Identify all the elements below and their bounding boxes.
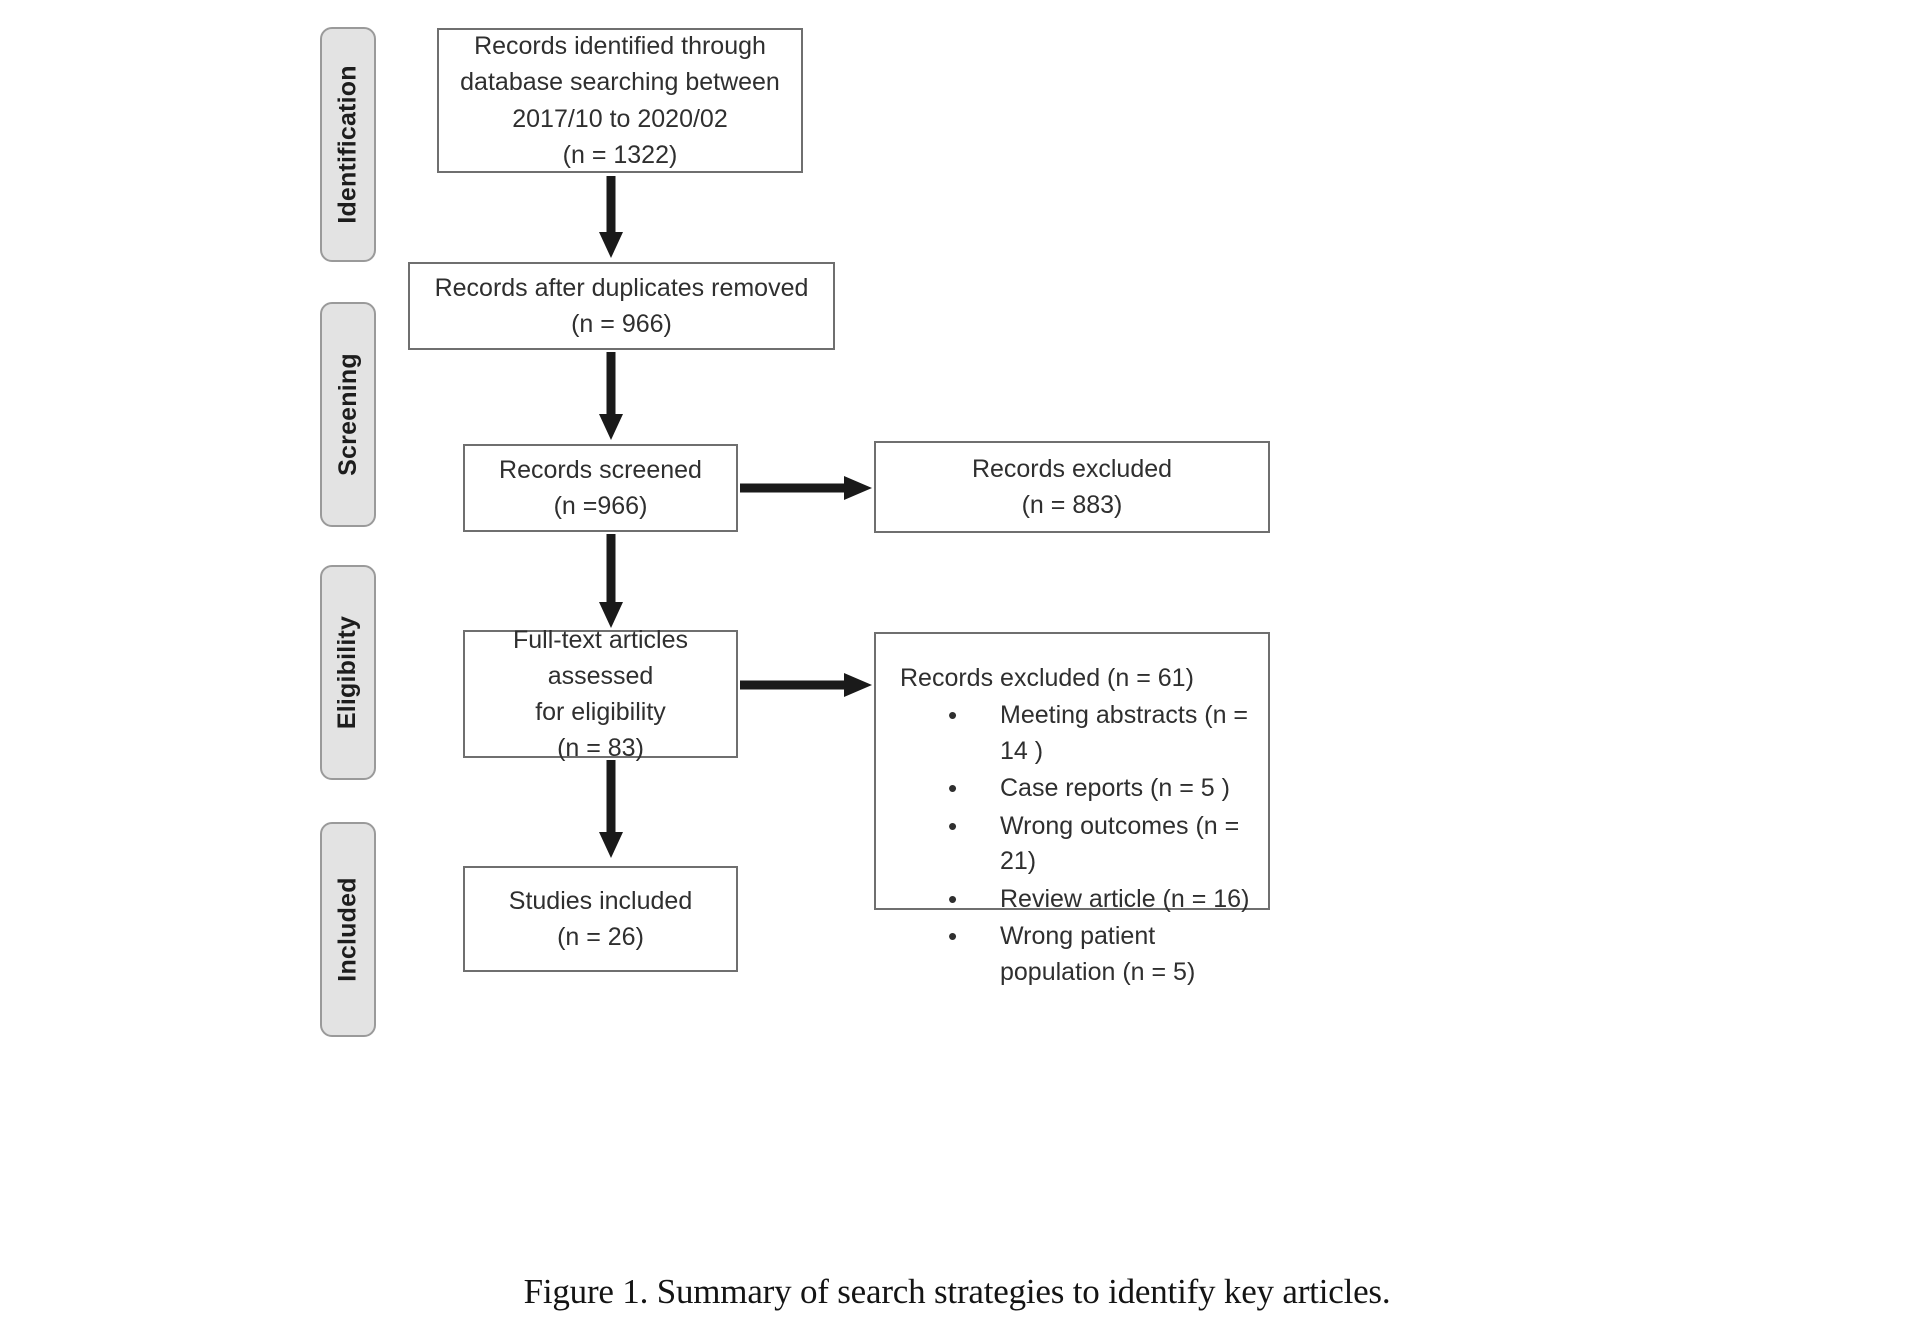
box-fulltext-assessed-text: Full-text articles assessed for eligibil… — [512, 625, 689, 763]
box-records-screened: Records screened (n =966) — [463, 444, 738, 532]
list-item: Wrong outcomes (n = 21) — [948, 808, 1250, 880]
box-records-identified: Records identified through database sear… — [437, 28, 803, 173]
stage-pill-screening: Screening — [320, 302, 376, 527]
stage-pill-identification: Identification — [320, 27, 376, 262]
stage-pill-included: Included — [320, 822, 376, 1037]
box-records-after-duplicates-text: Records after duplicates removed (n = 96… — [434, 273, 809, 338]
arrow-screened-to-fulltext — [598, 534, 624, 630]
figure-caption: Figure 1. Summary of search strategies t… — [523, 1272, 1391, 1311]
stage-label-included: Included — [333, 877, 362, 982]
list-item: Case reports (n = 5 ) — [948, 770, 1250, 807]
arrow-fulltext-to-excluded — [740, 672, 874, 698]
stage-label-identification: Identification — [333, 65, 362, 224]
box-records-excluded-screening-text: Records excluded (n = 883) — [971, 454, 1173, 519]
arrow-identified-to-duplicates — [598, 176, 624, 260]
box-studies-included-text: Studies included (n = 26) — [508, 886, 693, 951]
box-records-excluded-eligibility: Records excluded (n = 61) Meeting abstra… — [874, 632, 1270, 986]
stage-label-screening: Screening — [333, 353, 362, 476]
stage-label-eligibility: Eligibility — [333, 615, 362, 730]
stage-pill-eligibility: Eligibility — [320, 565, 376, 780]
box-fulltext-assessed: Full-text articles assessed for eligibil… — [463, 626, 738, 762]
arrow-fulltext-to-included — [598, 760, 624, 860]
box-records-identified-text: Records identified through database sear… — [460, 32, 780, 169]
box-records-after-duplicates: Records after duplicates removed (n = 96… — [408, 262, 835, 350]
excluded-eligibility-list: Meeting abstracts (n = 14 ) Case reports… — [900, 697, 1250, 990]
box-records-screened-text: Records screened (n =966) — [499, 455, 702, 520]
list-item: Meeting abstracts (n = 14 ) — [948, 697, 1250, 769]
excluded-eligibility-heading: Records excluded (n = 61) — [900, 664, 1194, 692]
arrow-screened-to-excluded — [740, 475, 874, 501]
box-records-excluded-screening: Records excluded (n = 883) — [874, 441, 1270, 533]
list-item: Review article (n = 16) — [948, 881, 1250, 918]
box-studies-included: Studies included (n = 26) — [463, 866, 738, 972]
arrow-duplicates-to-screened — [598, 352, 624, 442]
list-item: Wrong patient population (n = 5) — [948, 918, 1250, 990]
